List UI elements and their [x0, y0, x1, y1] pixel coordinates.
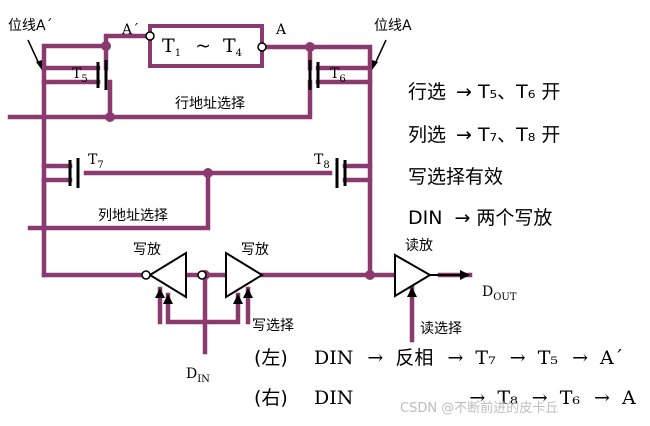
flow-left: (左) DIN → 反相 → T₇ → T₅ → A´ — [254, 347, 623, 369]
label-write-amp-right: 写放 — [241, 242, 269, 258]
label-read-select: 读选择 — [420, 320, 462, 337]
label-col-select: 列地址选择 — [98, 208, 168, 224]
watermark: CSDN @不断前进的皮卡丘 — [400, 400, 558, 416]
flow-right-tag: (右) — [254, 387, 288, 409]
label-a-bar: A´ — [121, 22, 139, 38]
flow-left-tag: (左) — [254, 347, 288, 369]
flow-right: (右) DIN → T₈ → T₆ → A — [254, 387, 636, 409]
svg-text:T1~T4: T1~T4 — [162, 35, 242, 59]
circuit-wires — [7, 33, 473, 355]
cell-t4-main: T — [223, 35, 236, 57]
cell-box: T1~T4 — [145, 24, 267, 68]
label-bitline-left: 位线A´ — [8, 18, 53, 34]
write-amplifiers — [141, 251, 264, 299]
cell-t1-sub: 1 — [175, 48, 181, 59]
flow-left-steps: DIN → 反相 → T₇ → T₅ → A´ — [314, 347, 623, 369]
label-read-amp: 读放 — [405, 237, 433, 254]
flow-right-steps: DIN → T₈ → T₆ → A — [314, 387, 636, 409]
label-row-select: 行地址选择 — [175, 96, 245, 112]
notes: 行选→T₅、T₆ 开 列选→T₇、T₈ 开 写选择有效 DIN→两个写放 — [408, 81, 560, 229]
label-din: DIN — [186, 366, 210, 385]
cell-tilde: ~ — [195, 35, 211, 57]
transistor-gates — [68, 60, 347, 188]
bitline-pointer-arrows — [27, 39, 387, 70]
up-arrows — [155, 287, 417, 304]
label-t5: T5 — [72, 66, 88, 85]
label-a: A — [275, 22, 287, 38]
label-t8: T8 — [314, 152, 330, 171]
read-amplifier — [394, 253, 470, 298]
label-bitline-right: 位线A — [374, 18, 412, 34]
cell-t4-sub: 4 — [236, 48, 242, 59]
label-write-amp-left: 写放 — [133, 242, 161, 258]
note-write: 写选择有效 — [408, 166, 503, 188]
label-write-select: 写选择 — [252, 318, 294, 334]
junction-nodes — [101, 41, 375, 280]
label-t7: T7 — [88, 152, 104, 171]
note-col: 列选→T₇、T₈ 开 — [408, 124, 560, 146]
label-dout: DOUT — [482, 284, 517, 303]
cell-t1-main: T — [162, 35, 175, 57]
label-t6: T6 — [330, 66, 346, 85]
note-din: DIN→两个写放 — [408, 207, 552, 229]
note-row: 行选→T₅、T₆ 开 — [408, 81, 560, 103]
